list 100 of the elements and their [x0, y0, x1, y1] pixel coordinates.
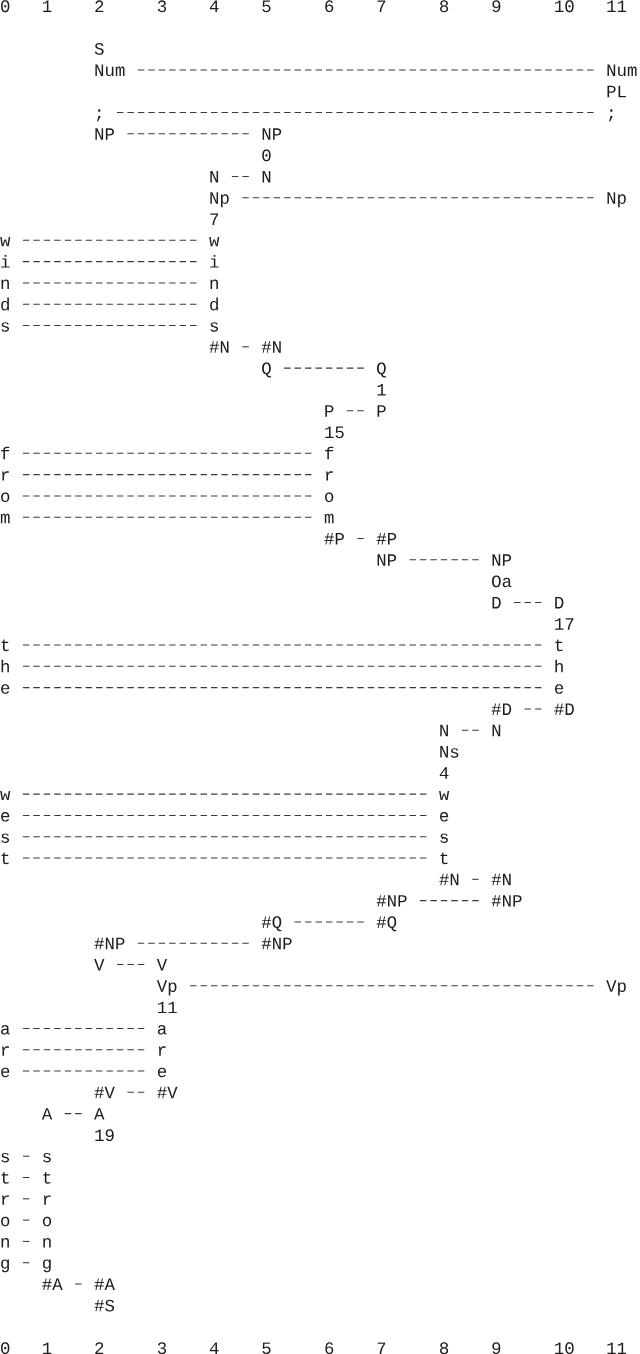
dashed-line — [74, 1283, 83, 1285]
index-number: 11 — [158, 1001, 177, 1014]
dashed-line — [22, 1155, 30, 1157]
category-label: S — [94, 42, 104, 55]
dashed-line — [22, 857, 427, 859]
category-label: #P — [324, 533, 344, 545]
dashed-line — [409, 559, 480, 561]
word-letter: g — [43, 1259, 51, 1273]
dashed-line — [22, 303, 198, 305]
dashed-line — [231, 175, 250, 177]
dashed-line — [294, 921, 365, 923]
axis-number: 0 — [1, 0, 10, 13]
category-label: Num — [607, 64, 637, 77]
dashed-line — [22, 1049, 145, 1051]
dashed-line — [22, 687, 542, 689]
category-label: ; — [97, 109, 101, 122]
dashed-line — [22, 1240, 30, 1242]
dashed-line — [22, 1219, 30, 1221]
word-letter: s — [1, 833, 9, 843]
category-label: #NP — [376, 895, 407, 907]
word-letter: a — [1, 1025, 10, 1035]
dashed-line — [22, 793, 427, 795]
axis-number: 7 — [377, 1342, 386, 1354]
axis-number: 10 — [555, 1342, 574, 1354]
word-letter: e — [1, 684, 10, 694]
axis-number: 4 — [209, 0, 219, 12]
category-label: Vp — [606, 980, 626, 996]
category-label: NP — [95, 128, 114, 140]
dashed-line — [513, 601, 542, 603]
category-label: Q — [377, 362, 386, 378]
word-letter: r — [158, 1046, 166, 1056]
word-letter: m — [0, 513, 10, 524]
axis-number: 2 — [95, 0, 104, 12]
word-letter: w — [0, 790, 11, 801]
word-letter: r — [326, 471, 333, 481]
word-letter: d — [210, 297, 218, 311]
category-label: #N — [439, 873, 459, 886]
index-number: 4 — [439, 767, 449, 779]
category-label: #Q — [261, 916, 282, 932]
axis-number: 9 — [492, 0, 501, 13]
word-letter: t — [555, 639, 563, 652]
word-letter: s — [43, 1152, 51, 1163]
word-letter: h — [555, 659, 563, 673]
axis-number: 5 — [262, 1342, 271, 1354]
category-label: #A — [94, 1278, 115, 1290]
category-label: #NP — [261, 937, 292, 950]
dashed-line — [461, 729, 480, 731]
dashed-line — [22, 239, 198, 241]
category-label: Np — [210, 192, 229, 208]
category-label: V — [94, 959, 105, 971]
dashed-line — [22, 1070, 145, 1072]
word-letter: n — [43, 1238, 51, 1248]
dashed-line — [22, 324, 198, 327]
word-letter: s — [1, 1152, 9, 1163]
axis-number: 6 — [325, 1342, 334, 1354]
dashed-line — [22, 282, 198, 284]
category-label: #N — [261, 341, 281, 353]
category-label: A — [41, 1108, 53, 1120]
word-letter: s — [1, 322, 9, 332]
axis-number: 10 — [555, 0, 574, 13]
word-letter: e — [1, 812, 10, 822]
dashed-line — [189, 985, 595, 987]
word-letter: e — [157, 1067, 167, 1078]
word-letter: a — [157, 1025, 167, 1035]
category-label: Ns — [440, 746, 459, 758]
index-number: 17 — [555, 618, 574, 630]
category-label: Np — [607, 192, 626, 208]
dashed-line — [523, 708, 542, 710]
category-label: #Q — [376, 916, 397, 932]
category-label: #NP — [491, 895, 522, 907]
category-label: #N — [209, 341, 229, 353]
dashed-line — [346, 410, 365, 412]
axis-number: 9 — [492, 1342, 501, 1354]
category-label: #S — [94, 1299, 115, 1312]
word-letter: i — [210, 255, 219, 268]
axis-number: 1 — [43, 0, 52, 12]
dashed-line — [22, 261, 198, 263]
index-number: 19 — [95, 1129, 114, 1142]
axis-number: 0 — [1, 1342, 10, 1354]
category-label: D — [555, 596, 564, 609]
axis-number: 1 — [43, 1342, 52, 1354]
axis-number: 7 — [377, 0, 386, 12]
axis-number: 2 — [95, 1342, 104, 1354]
category-label: P — [325, 405, 334, 417]
dashed-line — [22, 814, 427, 816]
category-label: V — [156, 959, 168, 971]
index-number: 0 — [262, 149, 271, 162]
dashed-line — [356, 537, 365, 540]
word-letter: o — [1, 492, 10, 503]
word-letter: s — [440, 833, 448, 843]
category-label: ; — [609, 109, 613, 122]
word-letter: t — [1, 852, 9, 865]
dashed-line — [283, 367, 365, 369]
dashed-line — [22, 1262, 30, 1264]
axis-number: 3 — [157, 0, 167, 13]
word-letter: f — [325, 446, 334, 460]
category-label: N — [440, 724, 448, 737]
category-label: N — [210, 170, 219, 183]
category-label: #V — [157, 1086, 178, 1099]
category-label: NP — [492, 554, 512, 566]
